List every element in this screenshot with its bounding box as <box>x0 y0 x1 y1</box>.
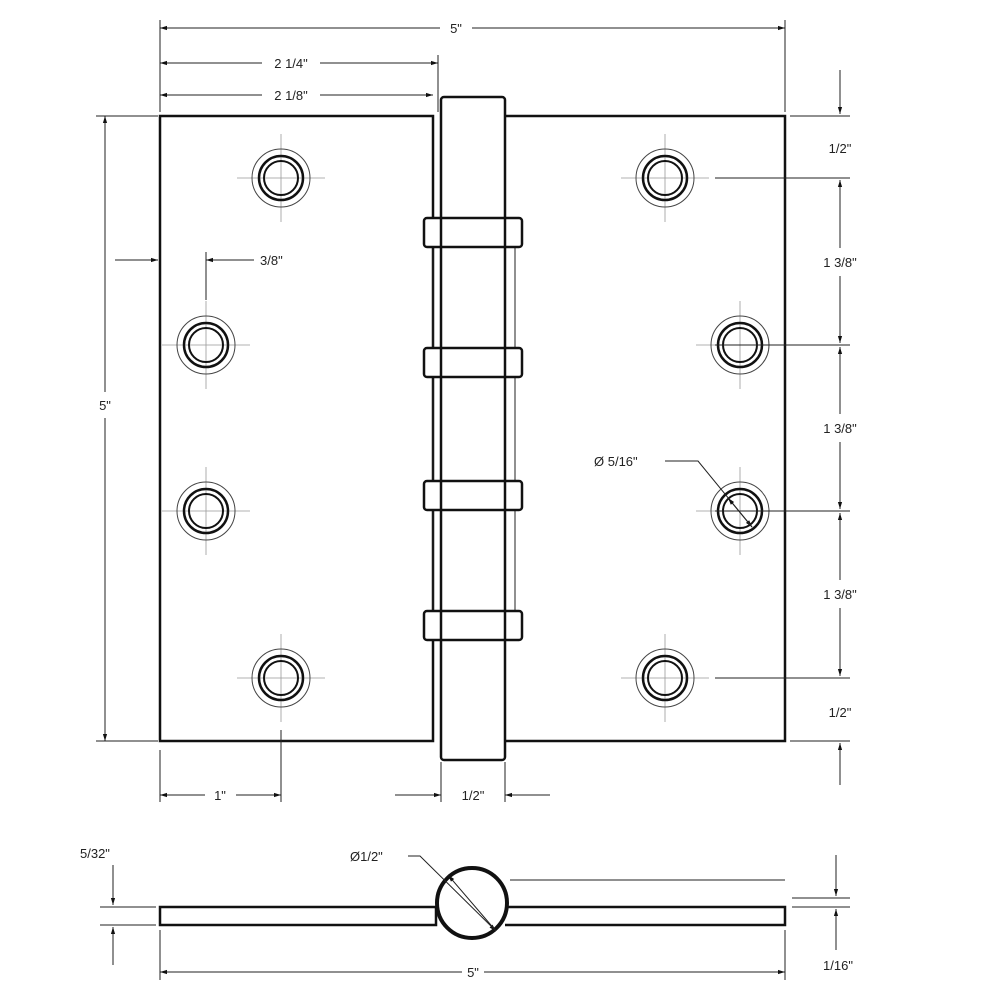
screw-holes <box>162 134 784 722</box>
dim-label: 1 3/8" <box>823 255 857 270</box>
dim-label: 1 3/8" <box>823 421 857 436</box>
dim-pin-width: 1/2" <box>395 762 550 803</box>
dim-label: 3/8" <box>260 253 283 268</box>
dim-label: Ø 5/16" <box>594 454 638 469</box>
dim-label: 1/2" <box>829 141 852 156</box>
screw-hole <box>162 301 250 389</box>
left-leaf <box>158 114 435 743</box>
screw-hole <box>237 134 325 222</box>
screw-hole <box>621 634 709 722</box>
dim-label: 2 1/8" <box>274 88 308 103</box>
knuckle <box>422 609 524 642</box>
right-leaf <box>505 114 787 743</box>
side-view <box>158 866 787 940</box>
knuckle <box>422 216 524 249</box>
dim-barrel-diameter: Ø1/2" <box>350 849 497 932</box>
dim-label: 5" <box>467 965 479 980</box>
dim-overall-height: 5" <box>96 115 158 742</box>
dim-label: 1/2" <box>829 705 852 720</box>
dim-label: 1 3/8" <box>823 587 857 602</box>
dim-label: 1/2" <box>462 788 485 803</box>
bearing-knuckles <box>422 216 524 642</box>
dim-hole-from-edge: 1" <box>159 730 282 803</box>
dim-hole-edge-offset: 3/8" <box>115 252 283 300</box>
screw-hole <box>237 634 325 722</box>
dim-side-width: 5" <box>159 930 786 980</box>
dim-label: 1" <box>214 788 226 803</box>
dim-label: Ø1/2" <box>350 849 383 864</box>
knuckle <box>422 346 524 379</box>
dim-leaf-width: 2 1/8" <box>160 88 433 103</box>
dim-label: 5" <box>450 21 462 36</box>
screw-hole <box>162 467 250 555</box>
pin-barrel <box>432 95 516 762</box>
dim-hole-spacing-right: 1/2" 1 3/8" 1 3/8" 1 3/8" 1/2" <box>715 70 857 785</box>
dim-label: 5/32" <box>80 846 110 861</box>
knuckle <box>422 479 524 512</box>
dim-overall-width: 5" <box>159 20 786 112</box>
dim-leaf-thickness: 1/16" <box>792 855 853 973</box>
dim-hole-diameter: Ø 5/16" <box>594 454 753 528</box>
screw-hole <box>621 134 709 222</box>
dim-label: 5" <box>99 398 111 413</box>
dim-barrel-offset: 5/32" <box>80 846 156 965</box>
dim-leaf-to-pin: 2 1/4" <box>160 55 439 112</box>
dim-label: 2 1/4" <box>274 56 308 71</box>
dim-label: 1/16" <box>823 958 853 973</box>
